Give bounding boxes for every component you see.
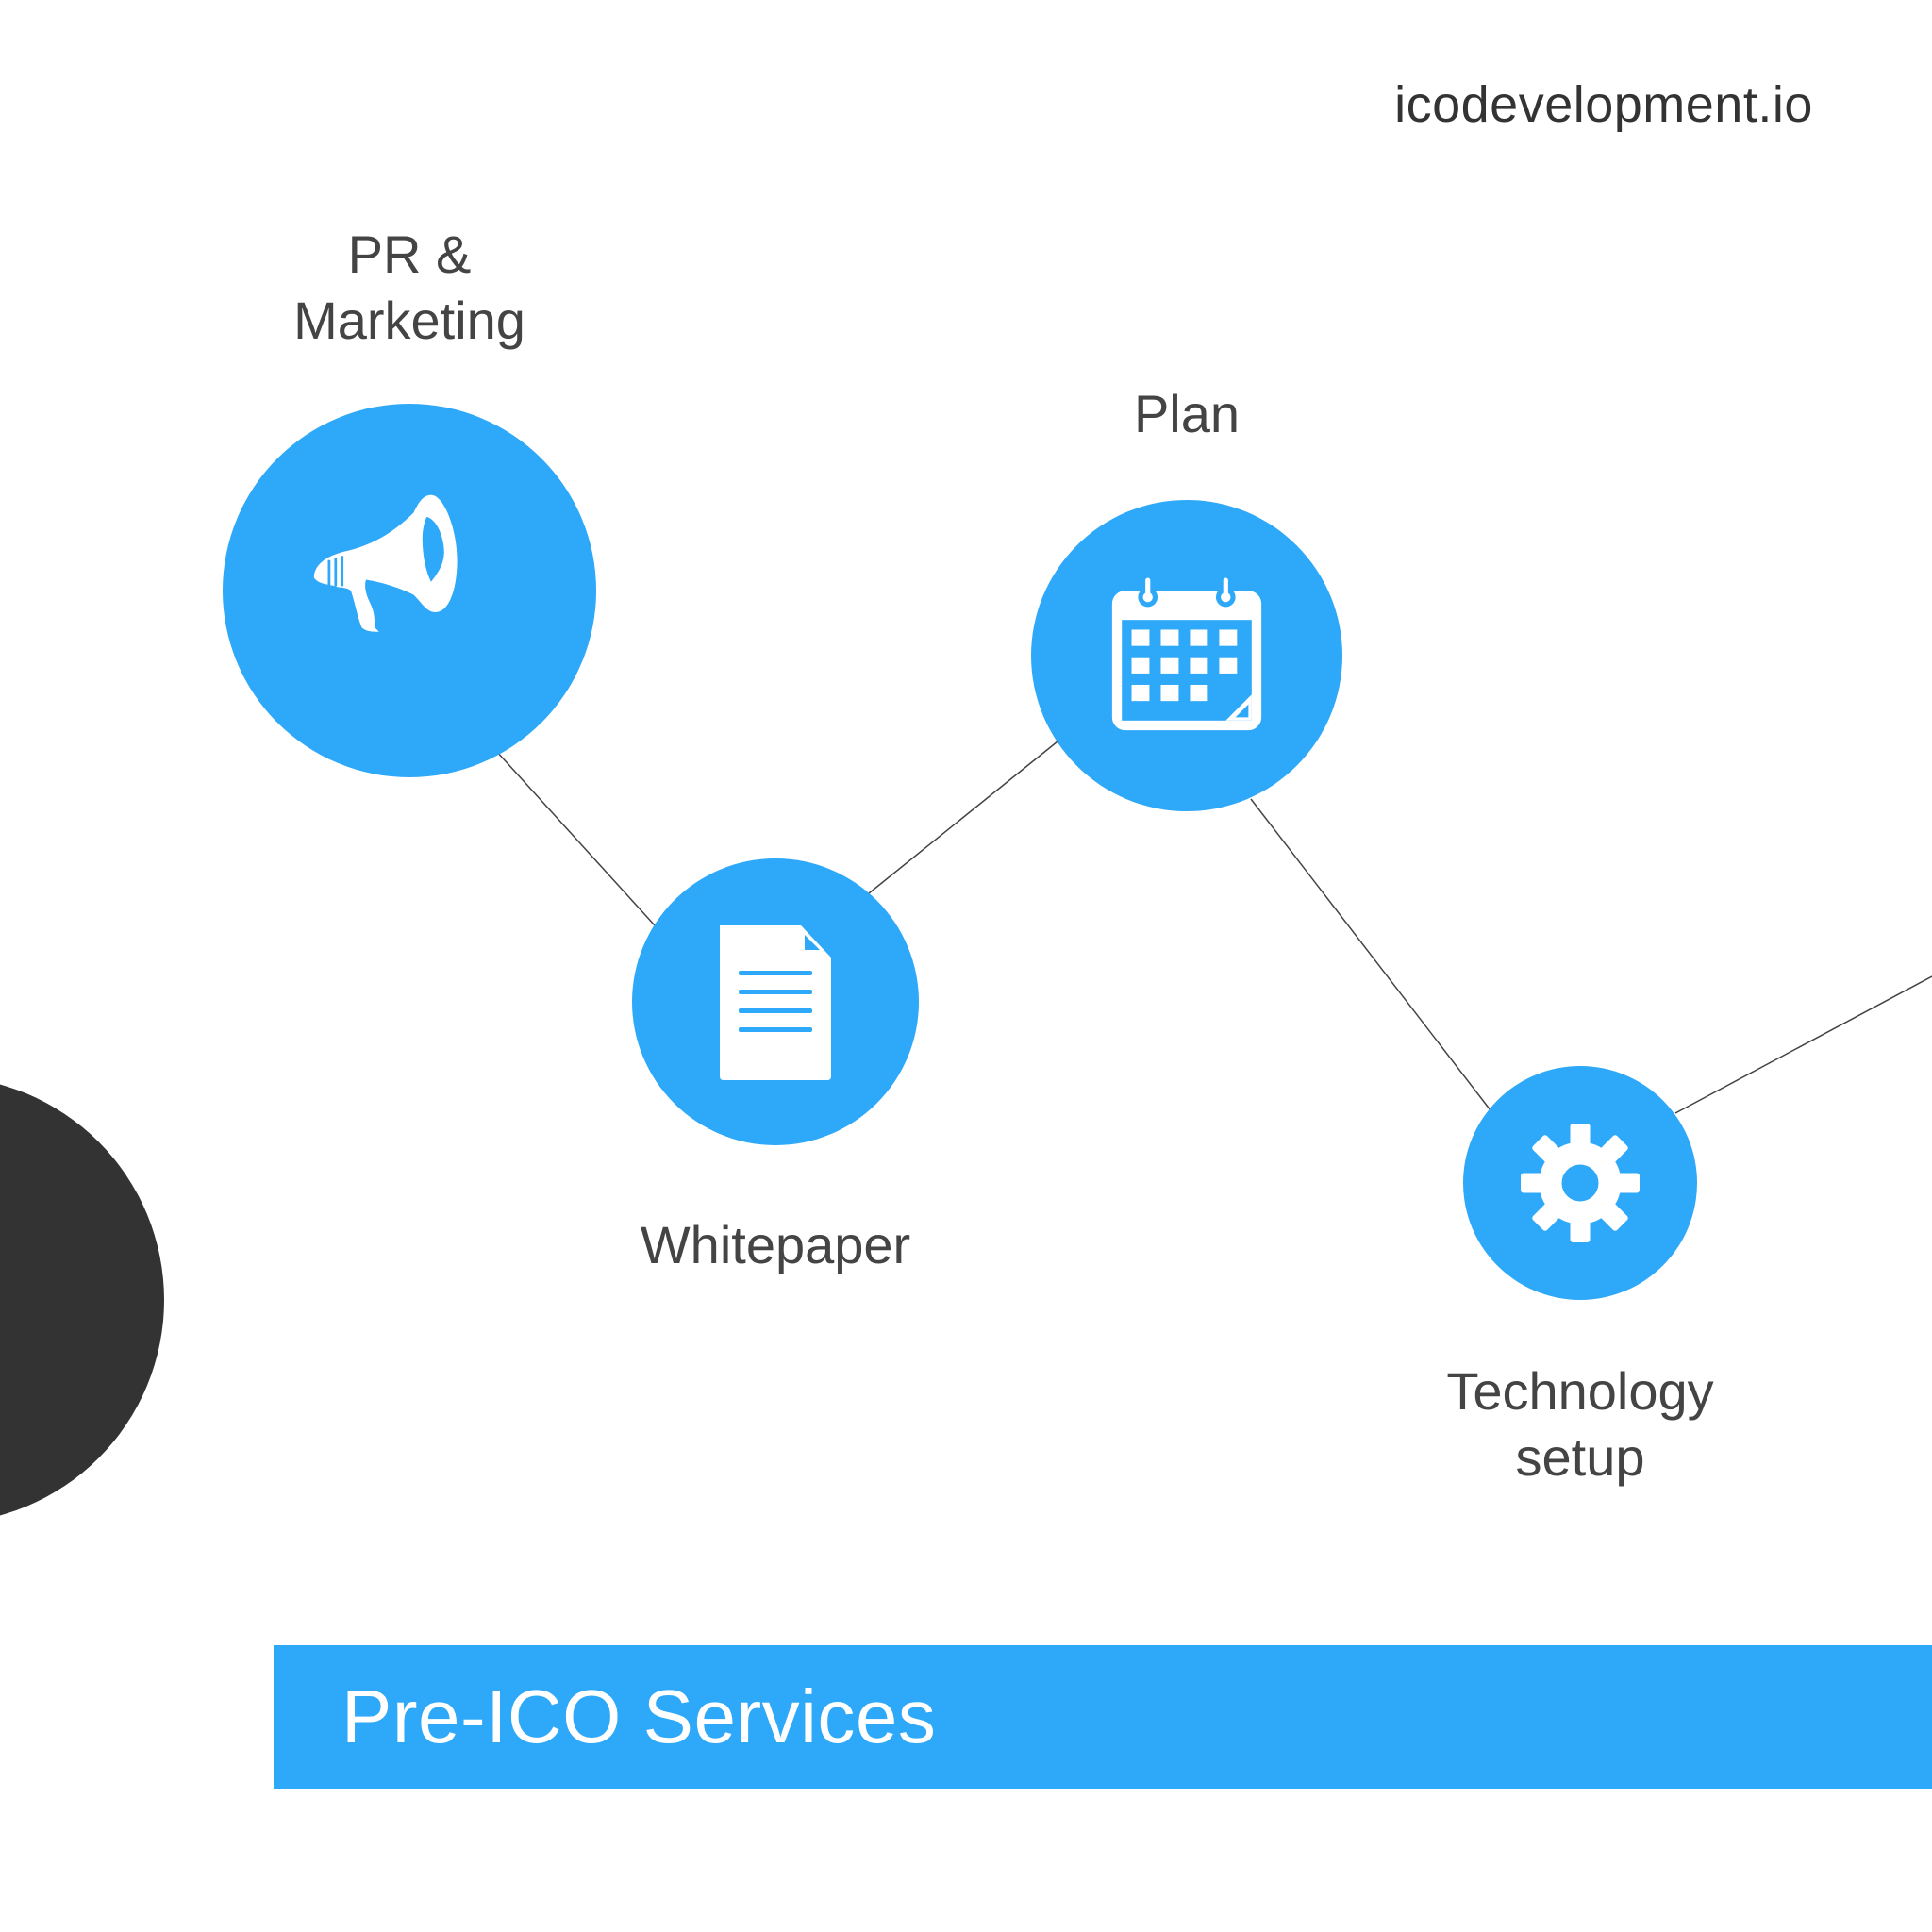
connector-plan-technology (1250, 798, 1491, 1111)
step-node-whitepaper (632, 858, 919, 1145)
document-icon (720, 925, 831, 1080)
step-label-pr-marketing: PR & Marketing (293, 225, 525, 350)
step-node-plan (1031, 500, 1342, 811)
megaphone-icon (313, 494, 458, 632)
banner-title: Pre-ICO Services (341, 1674, 937, 1758)
step-label-plan: Plan (1133, 384, 1241, 443)
connector-pr-whitepaper (495, 750, 656, 926)
decorative-dark-circle (0, 1076, 164, 1524)
step-label-technology-setup: Technology setup (1446, 1361, 1714, 1487)
step-node-pr-marketing (223, 404, 596, 777)
connector-technology-next (1674, 975, 1932, 1114)
gear-icon (1521, 1124, 1640, 1242)
title-banner: Pre-ICO Services (274, 1645, 1932, 1789)
calendar-icon (1111, 577, 1262, 731)
step-label-whitepaper: Whitepaper (640, 1215, 911, 1274)
site-url: icodevelopment.io (1394, 76, 1813, 133)
step-node-technology-setup (1463, 1066, 1697, 1300)
connector-whitepaper-plan (868, 741, 1058, 894)
